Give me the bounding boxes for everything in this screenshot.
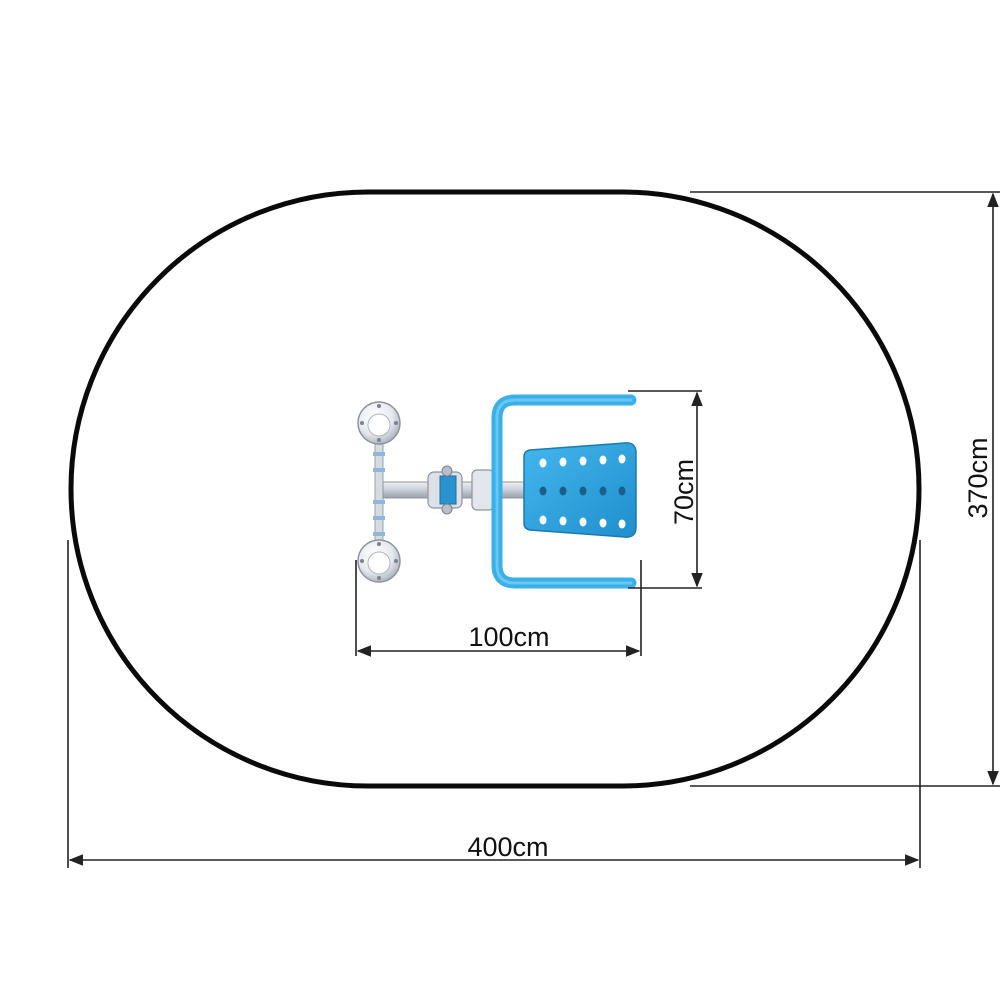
safety-zone-outline bbox=[68, 189, 922, 789]
foot-plate-top bbox=[357, 401, 401, 445]
equipment-length-label: 100cm bbox=[468, 622, 549, 652]
dimension-equipment-length: 100cm bbox=[355, 560, 642, 657]
seat-bracket bbox=[471, 469, 495, 511]
seated-exercise-machine-icon bbox=[357, 394, 637, 589]
total-width-label: 400cm bbox=[467, 832, 548, 862]
foot-plate-bottom bbox=[357, 539, 401, 583]
total-height-label: 370cm bbox=[963, 437, 993, 518]
equipment-width-label: 70cm bbox=[669, 459, 699, 525]
seat-pad bbox=[523, 442, 637, 538]
dimension-total-height: 370cm bbox=[690, 191, 1000, 787]
dimension-equipment-width: 70cm bbox=[628, 390, 703, 589]
rod-bolts bbox=[373, 452, 385, 536]
dimension-total-width: 400cm bbox=[67, 540, 921, 868]
pivot-joint bbox=[427, 465, 463, 515]
